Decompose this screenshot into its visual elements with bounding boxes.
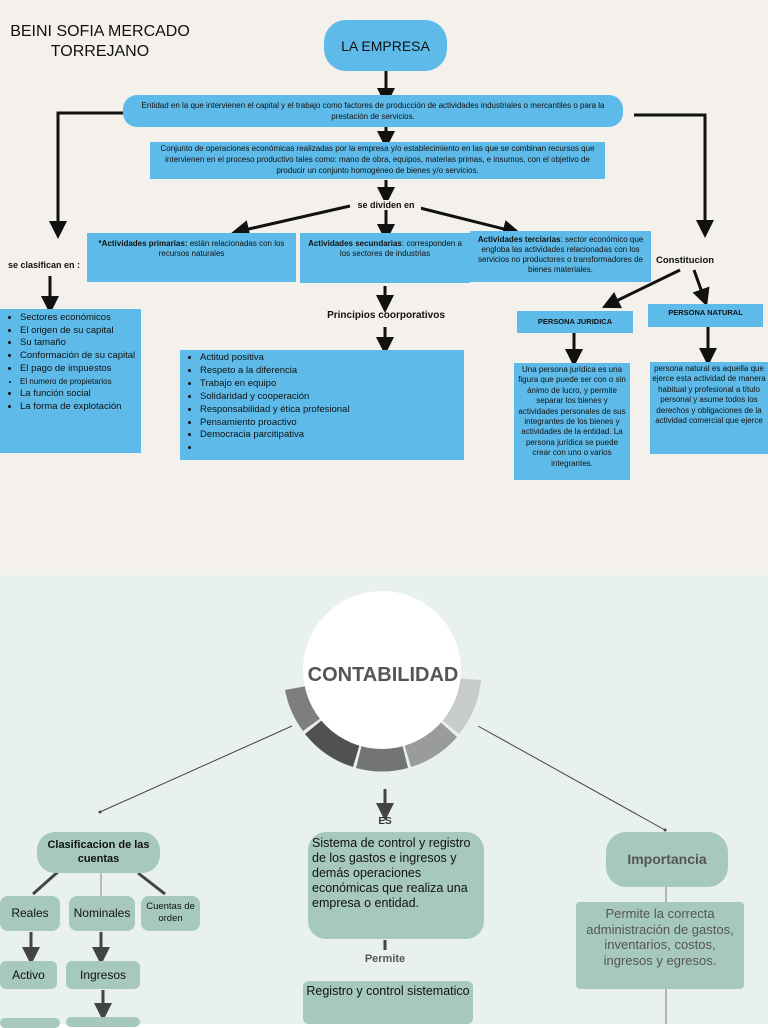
principios-list: Actitud positiva Respeto a la diferencia… <box>180 350 464 460</box>
terciarias-text: : sector económico que engloba las activ… <box>478 235 644 274</box>
empresa-definition: Entidad en la que intervienen el capital… <box>123 95 623 127</box>
author-name: BEINI SOFIA MERCADO TORREJANO <box>10 23 190 60</box>
list-item: La función social <box>20 388 139 401</box>
empresa-conjunto: Conjunto de operaciones económicas reali… <box>150 142 605 179</box>
nominales-box: Nominales <box>69 896 135 931</box>
cropped-box-right <box>66 1017 140 1027</box>
se-clasifican-label: se clasifican en : <box>8 260 81 270</box>
permite-label: Permite <box>364 953 406 965</box>
list-item: Su tamaño <box>20 337 139 350</box>
es-label: ES <box>378 816 392 827</box>
sistema-box: Sistema de control y registro de los gas… <box>308 832 484 939</box>
natural-description: persona natural es aquella que ejerce es… <box>650 362 768 454</box>
list-item: Conformación de su capital <box>20 350 139 363</box>
list-item: Trabajo en equipo <box>200 378 462 391</box>
juridica-description: Una persona jurídica es una figura que p… <box>514 363 630 480</box>
list-item: El pago de impuestos <box>20 363 139 376</box>
primarias-text: están relacionadas con los recursos natu… <box>158 239 285 258</box>
clasificacion-cuentas: Clasificacion de las cuentas <box>37 832 160 873</box>
list-item: Respeto a la diferencia <box>200 365 462 378</box>
constitucion-label: Constitucion <box>656 255 715 266</box>
list-item <box>200 442 462 455</box>
cuentas-orden-box: Cuentas de orden <box>141 896 200 931</box>
list-item: Sectores económicos <box>20 312 139 325</box>
list-item: Pensamiento proactivo <box>200 417 462 430</box>
contabilidad-circle <box>303 591 461 749</box>
secundarias-title: Actividades secundarias <box>308 239 402 248</box>
cropped-box-left <box>0 1018 60 1028</box>
list-item: Solidaridad y cooperación <box>200 391 462 404</box>
primarias-title: *Actividades primarias: <box>98 239 188 248</box>
list-item: Actitud positiva <box>200 352 462 365</box>
importancia-description: Permite la correcta administración de ga… <box>576 902 744 989</box>
principios-label: Principios coorporativos <box>327 310 445 321</box>
secundarias-text: : corresponden a los sectores de industr… <box>339 239 462 258</box>
importancia-title: Importancia <box>606 832 728 887</box>
actividades-primarias: *Actividades primarias: están relacionad… <box>87 233 296 282</box>
reales-box: Reales <box>0 896 60 931</box>
contabilidad-title: CONTABILIDAD <box>307 664 459 686</box>
list-item: El origen de su capital <box>20 325 139 338</box>
list-item: Democracia parcitipativa <box>200 429 462 442</box>
persona-juridica: PERSONA JURIDICA <box>517 311 633 333</box>
actividades-terciarias: Actividades terciarias: sector económico… <box>470 231 651 282</box>
list-item: El numero de propietarios <box>20 376 139 389</box>
empresa-title: LA EMPRESA <box>324 20 447 71</box>
actividades-secundarias: Actividades secundarias: corresponden a … <box>300 233 470 283</box>
se-dividen-label: se dividen en <box>351 200 421 210</box>
list-item: La forma de explotación <box>20 401 139 414</box>
terciarias-title: Actividades terciarias <box>477 235 561 244</box>
ingresos-box: Ingresos <box>66 961 140 989</box>
clasificacion-list: Sectores económicos El origen de su capi… <box>0 309 141 453</box>
persona-natural: PERSONA NATURAL <box>648 304 763 327</box>
list-item: Responsabilidad y ética profesional <box>200 404 462 417</box>
registro-box: Registro y control sistematico <box>303 981 473 1024</box>
activo-box: Activo <box>0 961 57 989</box>
